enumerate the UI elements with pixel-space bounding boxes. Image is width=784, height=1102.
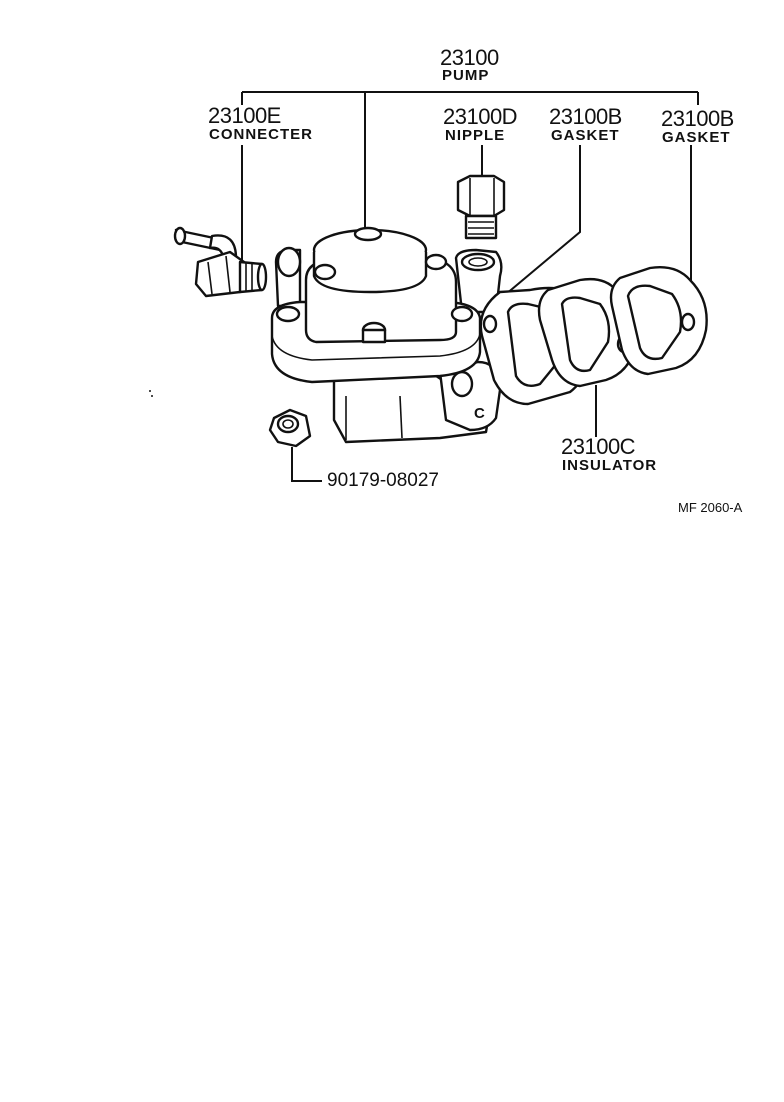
part-number-connecter: 23100E xyxy=(208,103,281,128)
label-nipple: 23100D NIPPLE xyxy=(443,104,518,144)
nut-drawing xyxy=(268,408,312,448)
label-pump: 23100 PUMP xyxy=(440,45,499,84)
connecter-drawing xyxy=(173,226,268,298)
label-insulator: 23100C INSULATOR xyxy=(561,434,657,474)
label-gasket-inner: 23100B GASKET xyxy=(549,104,622,144)
part-name-connecter: CONNECTER xyxy=(209,126,313,143)
label-nut: 90179-08027 xyxy=(327,470,439,491)
diagram-code: MF 2060-A xyxy=(678,500,743,515)
nipple-drawing xyxy=(456,174,506,240)
part-number-nut: 90179-08027 xyxy=(327,470,439,491)
part-name-gasket-inner: GASKET xyxy=(551,127,620,144)
part-name-nipple: NIPPLE xyxy=(445,127,505,144)
cover-bolts xyxy=(275,253,474,344)
stray-mark xyxy=(151,395,153,397)
part-number-gasket-inner: 23100B xyxy=(549,104,622,129)
label-connecter: 23100E CONNECTER xyxy=(208,103,313,143)
svg-text:C: C xyxy=(474,405,486,422)
label-gasket-outer: 23100B GASKET xyxy=(661,106,734,146)
part-number-insulator: 23100C xyxy=(561,434,636,459)
leader-lines xyxy=(241,91,699,482)
part-number-nipple: 23100D xyxy=(443,104,517,129)
part-name-insulator: INSULATOR xyxy=(562,457,657,474)
part-number-gasket-outer: 23100B xyxy=(661,106,734,131)
part-name-gasket-outer: GASKET xyxy=(662,129,731,146)
stray-mark xyxy=(149,390,151,392)
part-name-pump: PUMP xyxy=(442,67,489,84)
gasket-outer-drawing xyxy=(609,266,708,376)
pump-drawing: C xyxy=(270,226,503,444)
part-number-pump: 23100 xyxy=(440,45,499,70)
